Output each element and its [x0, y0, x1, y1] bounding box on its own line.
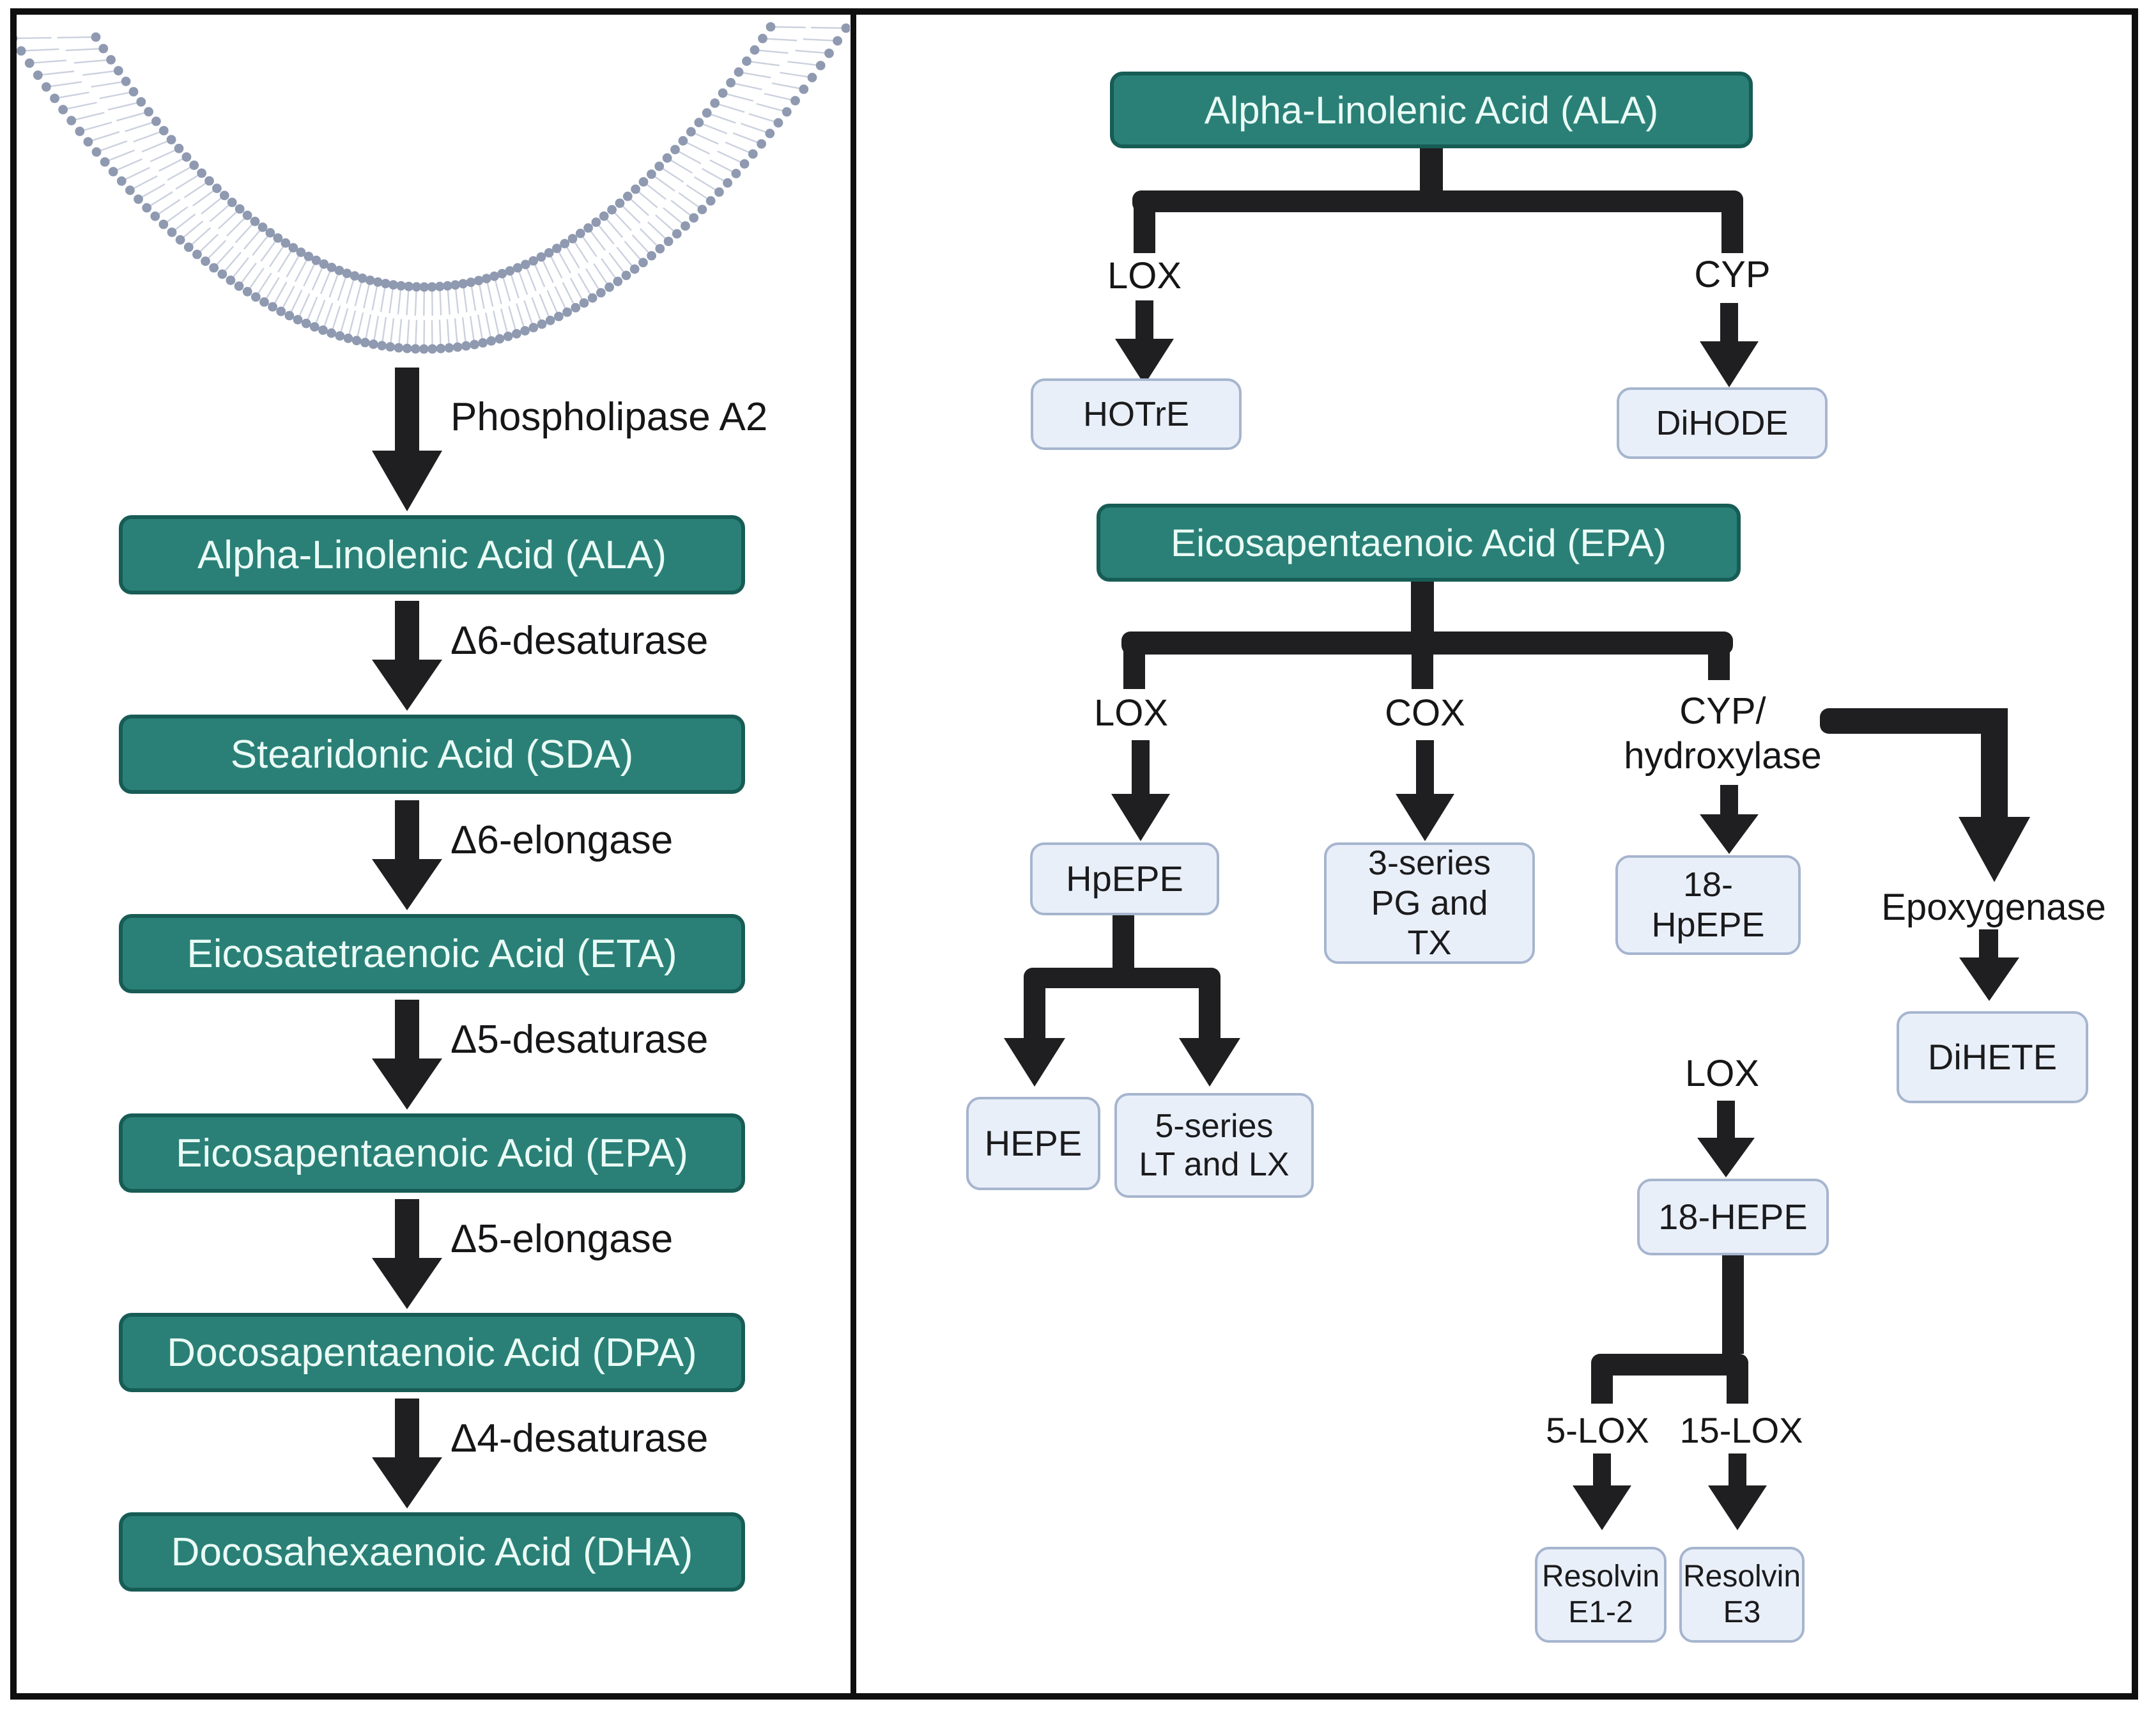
product-box-18-hpepe: 18- HpEPE: [1615, 855, 1801, 955]
arrow-cyp-to-18hpepe-shaft: [1720, 785, 1738, 814]
panel-divider: [851, 8, 856, 1700]
connector-18hepe-drop-right: [1727, 1364, 1748, 1404]
metabolite-box-ala-left: Alpha-Linolenic Acid (ALA): [119, 515, 745, 594]
connector-epa-drop-right: [1708, 640, 1730, 680]
arrow-cox-to-3series-shaft: [1416, 740, 1434, 794]
product-box-5series-lt-lx: 5-series LT and LX: [1114, 1093, 1314, 1198]
arrow-lox-to-18hepe-shaft: [1717, 1101, 1735, 1138]
enzyme-label-cyp-ala: CYP: [1694, 253, 1771, 295]
enzyme-label-cyp-hydroxylase: CYP/ hydroxylase: [1624, 690, 1822, 777]
connector-epoxygenase-elbow-horizontal: [1820, 708, 2008, 734]
enzyme-label-d5-desaturase: Δ5-desaturase: [450, 1017, 709, 1062]
arrow-dpa-to-dha-head-icon: [372, 1457, 442, 1508]
arrow-epa-to-dpa-shaft: [395, 1199, 419, 1258]
enzyme-label-d6-desaturase: Δ6-desaturase: [450, 618, 709, 663]
connector-hpepe-branch-bar: [1024, 968, 1220, 988]
enzyme-label-cox-epa: COX: [1385, 692, 1465, 734]
product-box-dihete: DiHETE: [1897, 1011, 2088, 1103]
connector-epa-drop-left: [1123, 640, 1145, 689]
connector-epoxygenase-elbow-vertical: [1981, 708, 2008, 817]
arrow-ala-to-sda-head-icon: [372, 660, 442, 711]
metabolite-box-dha: Docosahexaenoic Acid (DHA): [119, 1512, 745, 1592]
arrow-cyp-to-dihode-head-icon: [1700, 341, 1759, 387]
product-box-resolvin-e3: Resolvin E3: [1679, 1547, 1805, 1643]
enzyme-label-d5-elongase: Δ5-elongase: [450, 1216, 674, 1261]
metabolite-box-eta: Eicosatetraenoic Acid (ETA): [119, 914, 745, 993]
arrow-dpa-to-dha-shaft: [395, 1399, 419, 1457]
enzyme-label-epoxygenase: Epoxygenase: [1881, 886, 2106, 928]
arrow-sda-to-eta-shaft: [395, 800, 419, 859]
arrow-ala-to-sda-shaft: [395, 601, 419, 660]
connector-ala-drop-right: [1721, 199, 1743, 253]
connector-ala-branch-bar: [1132, 190, 1743, 212]
arrow-hpepe-to-5series-head-icon: [1179, 1038, 1240, 1087]
arrow-epoxygenase-big-head-icon: [1959, 817, 2030, 882]
arrow-epa-to-dpa-head-icon: [372, 1258, 442, 1309]
connector-epa-drop-mid: [1412, 640, 1433, 689]
enzyme-label-5-lox: 5-LOX: [1546, 1409, 1649, 1450]
enzyme-label-d6-elongase: Δ6-elongase: [450, 818, 674, 862]
enzyme-label-lox-epa: LOX: [1093, 692, 1169, 734]
arrow-15lox-to-resolvin-shaft: [1729, 1453, 1746, 1485]
arrow-5lox-to-resolvin-head-icon: [1573, 1485, 1631, 1530]
connector-18hepe-branch-bar: [1591, 1354, 1748, 1376]
arrow-hpepe-to-hepe-head-icon: [1004, 1038, 1065, 1087]
product-box-3series-pg-tx: 3-series PG and TX: [1324, 842, 1535, 964]
arrow-lox-to-18hepe-head-icon: [1697, 1138, 1755, 1177]
metabolite-box-dpa: Docosapentaenoic Acid (DPA): [119, 1313, 745, 1392]
connector-epa-stem: [1411, 580, 1434, 632]
arrow-lox-to-hotre-shaft: [1136, 300, 1153, 339]
enzyme-label-15-lox: 15-LOX: [1679, 1409, 1803, 1450]
enzyme-label-d4-desaturase: Δ4-desaturase: [450, 1416, 709, 1461]
arrow-eta-to-epa-head-icon: [372, 1058, 442, 1110]
arrow-5lox-to-resolvin-shaft: [1593, 1453, 1611, 1485]
arrow-lox-to-hotre-head-icon: [1115, 339, 1174, 385]
enzyme-label-phospholipase-a2: Phospholipase A2: [450, 394, 768, 439]
connector-hpepe-stem: [1113, 914, 1134, 968]
metabolite-box-epa-left: Eicosapentaenoic Acid (EPA): [119, 1113, 745, 1193]
product-box-resolvin-e1-2: Resolvin E1-2: [1535, 1547, 1667, 1643]
product-box-hepe: HEPE: [966, 1097, 1100, 1190]
connector-ala-stem: [1420, 147, 1443, 192]
arrow-epoxygenase-to-dihete-head-icon: [1959, 957, 2019, 1001]
metabolite-box-ala-right: Alpha-Linolenic Acid (ALA): [1110, 72, 1753, 148]
arrow-cox-to-3series-head-icon: [1396, 794, 1454, 841]
arrow-hpepe-to-hepe-shaft: [1024, 979, 1045, 1038]
metabolite-box-epa-right: Eicosapentaenoic Acid (EPA): [1097, 504, 1741, 582]
arrow-15lox-to-resolvin-head-icon: [1708, 1485, 1767, 1530]
arrow-membrane-to-ala-head-icon: [372, 451, 442, 511]
connector-ala-drop-left: [1134, 199, 1155, 253]
arrow-hpepe-to-5series-shaft: [1199, 979, 1220, 1038]
connector-18hepe-stem: [1722, 1255, 1744, 1354]
arrow-eta-to-epa-shaft: [395, 1000, 419, 1058]
arrow-lox-to-hpepe-shaft: [1132, 740, 1150, 794]
arrow-lox-to-hpepe-head-icon: [1111, 794, 1170, 841]
product-box-hpepe: HpEPE: [1030, 842, 1219, 915]
product-box-hotre: HOTrE: [1031, 378, 1242, 450]
cell-membrane-illustration: [17, 15, 850, 462]
product-box-dihode: DiHODE: [1617, 387, 1828, 459]
arrow-membrane-to-ala-shaft: [395, 368, 419, 451]
arrow-epoxygenase-to-dihete-shaft: [1979, 929, 1998, 957]
enzyme-label-lox-ala: LOX: [1107, 254, 1182, 297]
arrow-cyp-to-18hpepe-head-icon: [1700, 814, 1759, 854]
product-box-18-hepe: 18-HEPE: [1637, 1179, 1829, 1255]
connector-18hepe-drop-left: [1591, 1364, 1613, 1404]
metabolite-box-sda: Stearidonic Acid (SDA): [119, 715, 745, 794]
enzyme-label-lox-18hpepe: LOX: [1684, 1052, 1760, 1094]
arrow-cyp-to-dihode-shaft: [1720, 303, 1738, 341]
arrow-sda-to-eta-head-icon: [372, 859, 442, 910]
